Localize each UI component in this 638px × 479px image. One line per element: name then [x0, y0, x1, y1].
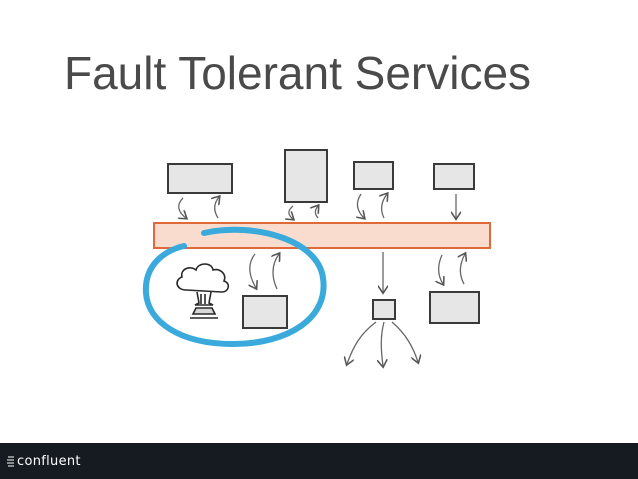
service-box-right [429, 291, 480, 324]
right-service-arrows [439, 254, 465, 284]
arrow-down-7 [439, 254, 443, 284]
slide-title: Fault Tolerant Services [64, 47, 532, 99]
arrow-up-3 [382, 194, 387, 219]
confluent-mark-icon [7, 456, 14, 467]
top-arrows [179, 194, 456, 219]
arrow-down-5 [250, 253, 256, 288]
fanout-lines [347, 321, 418, 366]
service-box-small [372, 299, 396, 320]
logo-text: confluent [17, 453, 81, 469]
service-box-top-1 [167, 163, 233, 194]
fanout-right [391, 321, 418, 362]
arrow-down-3 [357, 193, 364, 218]
failure-highlight-circle [142, 226, 327, 348]
fanout-middle [381, 321, 384, 366]
inside-circle-arrows [250, 254, 279, 289]
cloud-explosion-icon [176, 263, 230, 319]
service-box-inside-circle [242, 295, 288, 329]
arrow-up-2 [315, 206, 318, 219]
arrow-up-7 [460, 254, 465, 285]
arrow-down-2 [289, 205, 293, 219]
arrow-up-1 [215, 197, 219, 219]
confluent-logo: confluent [6, 452, 81, 470]
service-box-top-4 [433, 163, 475, 190]
service-box-top-3 [353, 161, 394, 190]
arrow-down-1 [179, 197, 186, 218]
service-box-top-2 [284, 149, 328, 203]
arrow-up-5 [273, 254, 279, 290]
log-bar [153, 222, 491, 249]
kafka-services-diagram [142, 149, 491, 443]
footer-bar: confluent [0, 443, 638, 479]
fanout-left [347, 321, 377, 364]
